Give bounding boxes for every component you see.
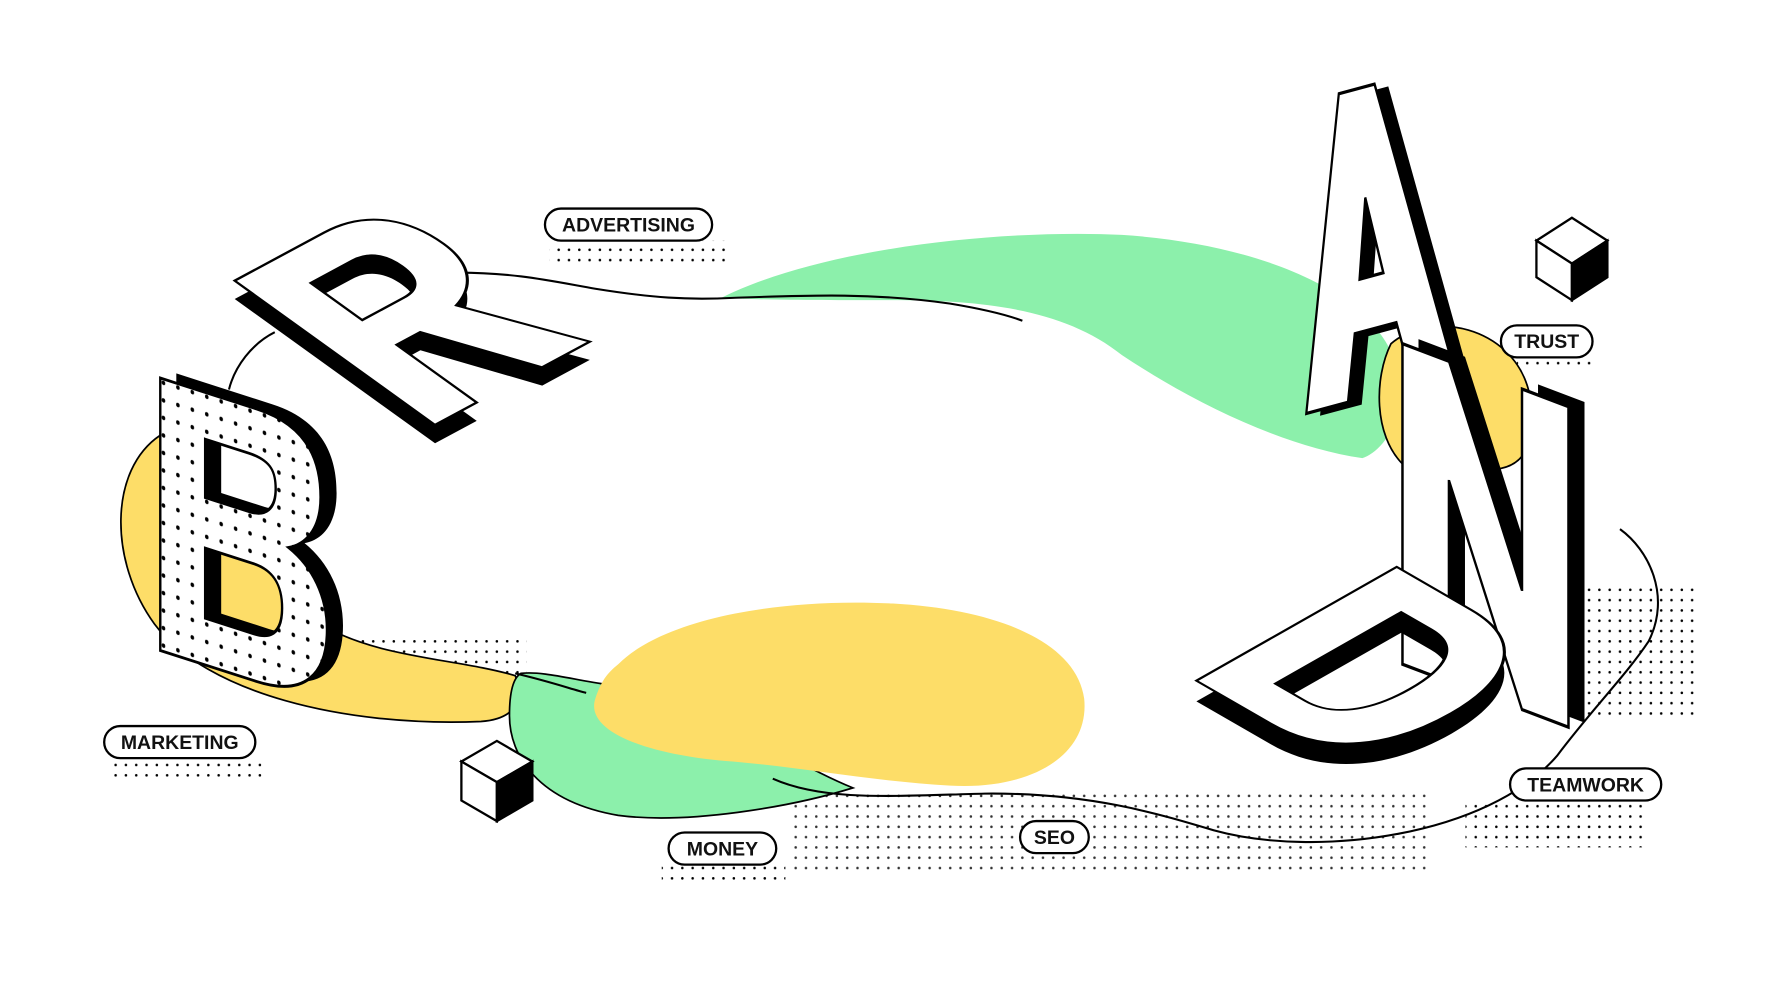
cube-icon (1534, 216, 1610, 303)
cube-icon (459, 739, 535, 824)
yellow-blob-center (594, 602, 1085, 786)
label-money-text: MONEY (687, 838, 758, 860)
label-trust: TRUST (1499, 324, 1594, 359)
label-money: MONEY (667, 831, 778, 866)
label-advertising: ADVERTISING (543, 207, 714, 242)
green-blob-top (721, 233, 1400, 459)
label-advertising-text: ADVERTISING (562, 214, 695, 236)
outline-loop-left (227, 331, 587, 694)
outline-loop (457, 271, 1023, 322)
label-marketing-text: MARKETING (121, 732, 239, 754)
label-trust-text: TRUST (1514, 331, 1579, 353)
letter-b (158, 373, 344, 706)
outline-loop-bottom (772, 528, 1659, 843)
label-seo-text: SEO (1034, 827, 1075, 849)
label-marketing: MARKETING (103, 724, 257, 760)
label-seo: SEO (1018, 819, 1090, 855)
dot-shadows (108, 240, 1695, 886)
letter-r (233, 195, 592, 444)
label-teamwork: TEAMWORK (1508, 767, 1663, 802)
label-teamwork-text: TEAMWORK (1527, 774, 1644, 796)
